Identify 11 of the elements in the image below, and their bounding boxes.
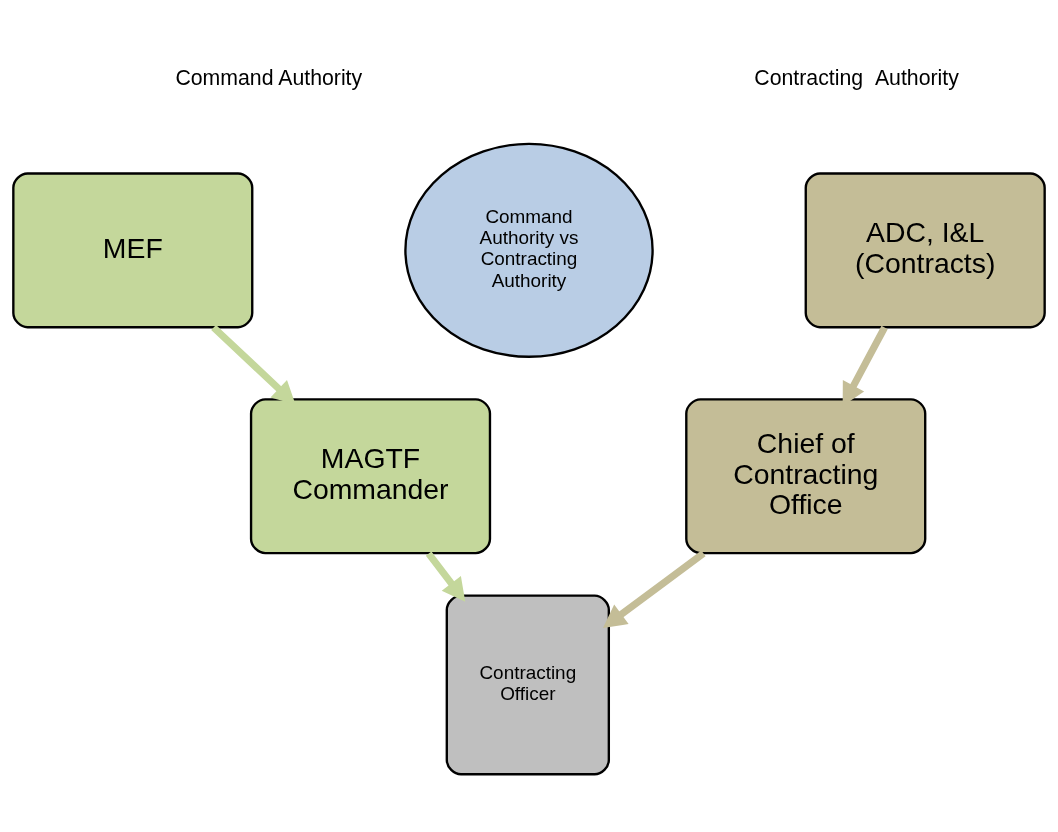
arrow — [602, 550, 706, 628]
label: Command Authority — [175, 65, 363, 90]
node-box: MEF — [12, 171, 254, 328]
node-box: Chief of Contracting Office — [685, 397, 927, 554]
label: Contracting Authority — [754, 65, 959, 90]
node-box: Contracting Officer — [445, 594, 610, 775]
node-box: ADC, I&L (Contracts) — [804, 171, 1046, 328]
arrow — [425, 551, 466, 602]
node-box: MAGTF Commander — [249, 397, 492, 554]
node-ellipse: Command Authority vs Contracting Authority — [404, 142, 654, 358]
arrow — [211, 324, 296, 404]
